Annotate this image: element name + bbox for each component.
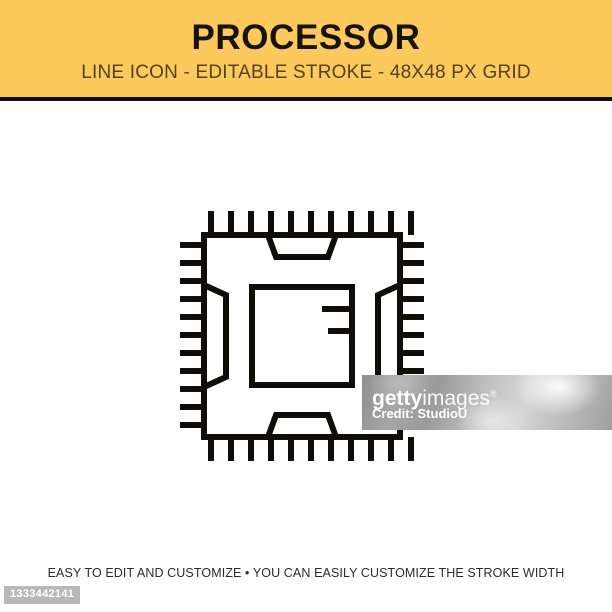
processor-pins-bottom — [208, 437, 414, 461]
asset-id-badge: 1333442141 — [4, 586, 81, 604]
watermark-photo-strip — [362, 375, 612, 430]
header-divider — [0, 97, 612, 101]
processor-notch-right — [375, 282, 402, 390]
footer-caption: EASY TO EDIT AND CUSTOMIZE • YOU CAN EAS… — [47, 566, 565, 580]
processor-notch-left — [202, 282, 229, 390]
header-subtitle: LINE ICON - EDITABLE STROKE - 48X48 PX G… — [81, 62, 531, 83]
processor-chip-icon — [180, 211, 424, 461]
page-title: PROCESSOR — [191, 18, 421, 57]
watermark-credit: Credit: StudioU — [372, 406, 468, 421]
processor-notch-bottom — [265, 412, 339, 439]
processor-pins-right — [400, 242, 424, 428]
icon-stage — [0, 101, 612, 553]
getty-watermark: gettyimages® Credit: StudioU — [362, 375, 612, 430]
getty-logo-bold: getty — [372, 387, 423, 410]
getty-logo-light: images — [422, 387, 490, 410]
processor-pins-top — [208, 211, 414, 235]
processor-notch-top — [265, 233, 339, 260]
trademark-symbol: ® — [489, 389, 497, 399]
header-band: PROCESSOR LINE ICON - EDITABLE STROKE - … — [0, 0, 612, 97]
processor-die-outline — [249, 284, 355, 388]
processor-body-outline — [201, 232, 403, 440]
processor-pins-left — [180, 242, 204, 428]
getty-images-logo: gettyimages® — [372, 383, 497, 410]
